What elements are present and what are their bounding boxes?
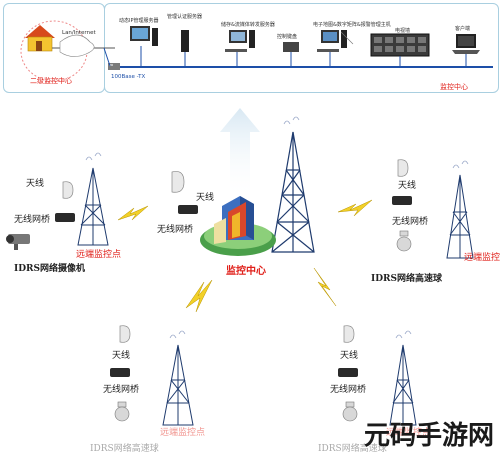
- server-monitor-icon: [130, 26, 158, 46]
- left-antenna-label: 天线: [26, 179, 45, 189]
- device-network-illustration: [108, 26, 493, 70]
- wireless-bridge-icon: [55, 196, 412, 377]
- wireless-link-bolt-icon: [117, 199, 373, 313]
- antenna-icon: [62, 159, 409, 343]
- bottom-left-antenna-label: 天线: [112, 351, 131, 361]
- uplink-arrow-icon: [220, 108, 260, 200]
- alarm-host-icon: [317, 30, 354, 52]
- bottom-right-tower-icon: [389, 344, 417, 426]
- device-label-6: 电视墙: [395, 28, 411, 34]
- bottom-right-camera-label: IDRS网络高速球: [318, 444, 387, 454]
- right-point-label: 远端监控点: [464, 253, 500, 263]
- right-camera-label: IDRS网络高速球: [371, 274, 442, 284]
- monitoring-center-title: 监控中心: [440, 83, 468, 91]
- device-label-7: 客户端: [455, 26, 471, 32]
- cloud-icon: [59, 34, 95, 57]
- left-tower-icon: [77, 167, 109, 246]
- signal-waves-icon: [85, 116, 469, 339]
- auth-server-icon: [181, 30, 189, 52]
- device-label-5: 电子地图&数字矩阵&报警管理主机: [313, 22, 391, 28]
- network-camera-icon: [6, 234, 30, 250]
- bottom-right-point-label: 远端监控点: [386, 428, 432, 438]
- device-label-2: 管理认证服务器: [167, 14, 203, 20]
- monitoring-center-building-icon: [200, 196, 276, 256]
- right-tower-icon: [446, 174, 474, 259]
- central-tower-icon: [271, 131, 315, 253]
- bottom-left-tower-icon: [162, 344, 194, 426]
- bottom-right-bridge-label: 无线网桥: [330, 385, 367, 395]
- left-bridge-label: 无线网桥: [14, 215, 51, 225]
- monitoring-center-label: 监控中心: [226, 266, 266, 277]
- device-label-4: 控制键盘: [277, 34, 298, 40]
- left-camera-label: IDRS网络摄像机: [14, 264, 85, 274]
- bottom-left-bridge-label: 无线网桥: [103, 385, 140, 395]
- tv-wall-icon: [370, 33, 430, 57]
- mid-bridge-label: 无线网桥: [157, 225, 194, 235]
- laptop-icon: [452, 34, 480, 54]
- keyboard-icon: [283, 42, 299, 52]
- mid-antenna-label: 天线: [196, 193, 215, 203]
- network-speed-label: 100Base -TX: [111, 74, 146, 80]
- house-icon: [25, 25, 55, 52]
- bottom-left-point-label: 远端监控点: [160, 428, 206, 438]
- monitoring-center-panel: 动态IP管理服务器 管理认证服务器 储存&流媒体转发服务器 控制键盘 电子地图&…: [104, 3, 499, 93]
- secondary-center-label: 二级监控中心: [30, 77, 72, 85]
- right-antenna-label: 天线: [398, 181, 417, 191]
- left-point-label: 远端监控点: [76, 250, 122, 260]
- bottom-right-antenna-label: 天线: [340, 351, 359, 361]
- site-watermark: 元码手游网: [363, 421, 494, 451]
- device-label-1: 动态IP管理服务器: [119, 18, 159, 24]
- bottom-left-camera-label: IDRS网络高速球: [90, 444, 159, 454]
- internet-label: Lan/Internet: [62, 30, 96, 36]
- right-bridge-label: 无线网桥: [392, 217, 429, 227]
- device-label-3: 储存&流媒体转发服务器: [221, 22, 275, 28]
- speed-dome-icon: [114, 230, 412, 422]
- storage-server-icon: [225, 30, 255, 52]
